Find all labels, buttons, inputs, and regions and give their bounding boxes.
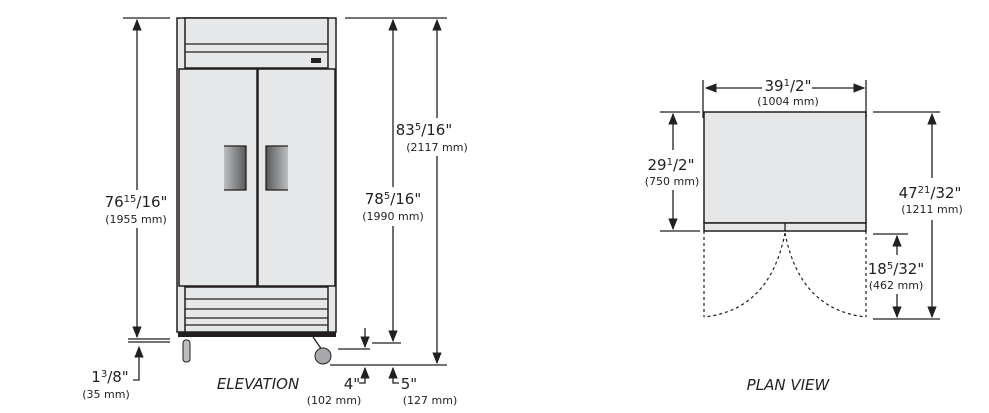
left-caster	[182, 339, 191, 363]
dim-leg-height: 13/8"	[91, 368, 128, 386]
right-door-swing	[784, 232, 867, 318]
dim-caster-4-mm: (102 mm)	[307, 394, 362, 407]
left-door-handle	[224, 145, 247, 191]
dim-door-swing: 185/32"	[868, 260, 925, 278]
dim-door-swing-mm: (462 mm)	[869, 279, 924, 292]
dim-body-height: 7615/16"	[105, 193, 168, 211]
elevation-dimensions	[123, 17, 447, 384]
dim-plan-depth: 291/2"	[648, 156, 695, 174]
dim-plan-depth-open: 4721/32"	[899, 184, 962, 202]
left-door-swing	[703, 232, 786, 318]
right-caster	[314, 347, 332, 365]
dim-caster-5-mm: (127 mm)	[403, 394, 458, 407]
plan-view-title: PLAN VIEW	[747, 376, 831, 394]
dim-total-height: 835/16"	[396, 121, 453, 139]
refrigerator-elevation	[176, 17, 337, 365]
elevation-title: ELEVATION	[217, 375, 299, 393]
refrigerator-plan	[703, 111, 867, 318]
dim-plan-depth-open-mm: (1211 mm)	[901, 203, 963, 216]
top-panel	[184, 17, 329, 69]
dim-leg-height-mm: (35 mm)	[82, 388, 130, 401]
plan-dimensions	[660, 80, 940, 320]
dim-caster-5: 5"	[401, 375, 417, 393]
dim-plan-width-mm: (1004 mm)	[757, 95, 819, 108]
control-display	[311, 58, 321, 63]
right-door-handle	[265, 145, 288, 191]
plan-cabinet	[703, 111, 867, 224]
base-rail	[178, 332, 336, 337]
dim-body-height-mm: (1955 mm)	[105, 213, 167, 226]
dim-cabinet-height: 785/16"	[365, 190, 422, 208]
dim-cabinet-height-mm: (1990 mm)	[362, 210, 424, 223]
dim-total-height-mm: (2117 mm)	[406, 141, 468, 154]
dim-plan-width: 391/2"	[765, 77, 812, 95]
dim-plan-depth-mm: (750 mm)	[645, 175, 700, 188]
dim-caster-4: 4"	[344, 375, 360, 393]
